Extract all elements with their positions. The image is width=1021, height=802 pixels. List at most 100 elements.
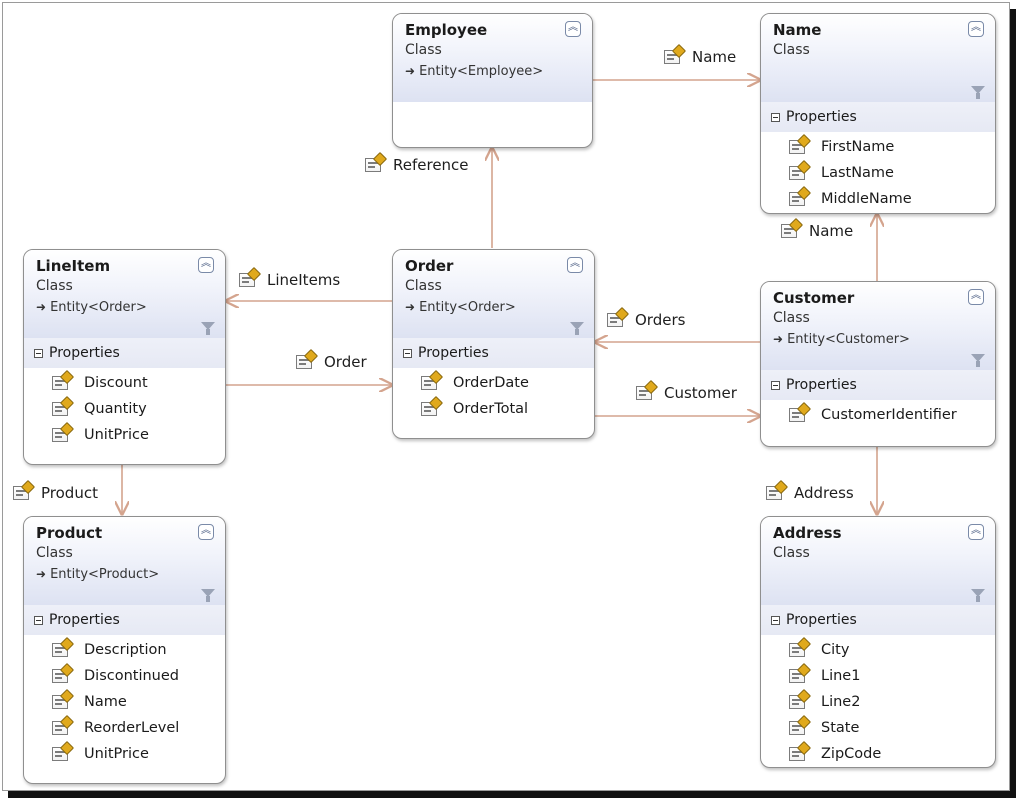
class-title: Address <box>773 524 842 542</box>
property-row[interactable]: Line1 <box>761 662 995 689</box>
assoc-label-lineitem-order[interactable]: Order <box>296 348 367 371</box>
class-box-lineitem[interactable]: LineItem Class ➜Entity<Order> ︽ Properti… <box>23 249 226 465</box>
association-icon <box>766 479 789 500</box>
filter-icon[interactable] <box>971 86 985 99</box>
property-icon <box>421 369 444 390</box>
collapse-icon[interactable]: ︽ <box>565 21 581 37</box>
property-icon <box>789 133 812 154</box>
assoc-label-employee-name[interactable]: Name <box>664 43 736 66</box>
collapse-icon[interactable]: ︽ <box>968 21 984 37</box>
property-row[interactable]: OrderTotal <box>393 395 594 422</box>
properties-section[interactable]: Properties <box>761 102 995 132</box>
class-title: Order <box>405 257 454 275</box>
property-row[interactable]: UnitPrice <box>24 740 225 767</box>
property-row[interactable]: LastName <box>761 159 995 186</box>
class-title: Customer <box>773 289 855 307</box>
base-type: ➜Entity<Order> <box>405 300 516 315</box>
class-title: LineItem <box>36 257 111 275</box>
collapse-icon[interactable]: ︽ <box>198 524 214 540</box>
class-title: Employee <box>405 21 488 39</box>
property-row[interactable]: CustomerIdentifier <box>761 401 995 428</box>
assoc-label-order-lineitems[interactable]: LineItems <box>239 266 340 289</box>
property-row[interactable]: Description <box>24 636 225 663</box>
property-icon <box>789 159 812 180</box>
collapse-icon[interactable]: ︽ <box>198 257 214 273</box>
properties-section[interactable]: Properties <box>24 605 225 635</box>
collapse-section-icon[interactable] <box>771 112 780 122</box>
class-box-employee[interactable]: Employee Class ➜Entity<Employee> ︽ <box>392 13 593 148</box>
properties-section[interactable]: Properties <box>761 605 995 635</box>
assoc-label-customer-name[interactable]: Name <box>781 217 853 240</box>
filter-icon[interactable] <box>570 322 584 335</box>
class-box-name[interactable]: Name Class ︽ Properties FirstName LastNa… <box>760 13 996 214</box>
filter-icon[interactable] <box>971 354 985 367</box>
collapse-icon[interactable]: ︽ <box>968 524 984 540</box>
properties-section[interactable]: Properties <box>24 338 225 368</box>
inheritance-arrow-icon: ➜ <box>405 300 416 314</box>
property-row[interactable]: MiddleName <box>761 185 995 212</box>
property-row[interactable]: OrderDate <box>393 369 594 396</box>
inheritance-arrow-icon: ➜ <box>36 300 47 314</box>
class-kind: Class <box>405 278 442 294</box>
base-type: ➜Entity<Order> <box>36 300 147 315</box>
collapse-section-icon[interactable] <box>34 348 43 358</box>
class-header: LineItem Class ➜Entity<Order> ︽ <box>24 250 225 338</box>
property-row[interactable]: State <box>761 714 995 741</box>
property-row[interactable]: ZipCode <box>761 740 995 767</box>
property-row[interactable]: Line2 <box>761 688 995 715</box>
association-icon <box>781 217 804 238</box>
assoc-label-customer-orders[interactable]: Orders <box>607 306 685 329</box>
filter-icon[interactable] <box>201 589 215 602</box>
property-icon <box>52 636 75 657</box>
assoc-label-order-employee[interactable]: Reference <box>365 151 469 174</box>
assoc-label-order-customer[interactable]: Customer <box>636 379 737 402</box>
collapse-section-icon[interactable] <box>34 615 43 625</box>
class-header: Product Class ➜Entity<Product> ︽ <box>24 517 225 605</box>
collapse-icon[interactable]: ︽ <box>968 289 984 305</box>
property-icon <box>52 688 75 709</box>
association-icon <box>13 479 36 500</box>
class-kind: Class <box>773 545 810 561</box>
collapse-section-icon[interactable] <box>771 380 780 390</box>
class-box-address[interactable]: Address Class ︽ Properties City Line1 Li… <box>760 516 996 768</box>
property-row[interactable]: Discount <box>24 369 225 396</box>
class-box-customer[interactable]: Customer Class ➜Entity<Customer> ︽ Prope… <box>760 281 996 447</box>
filter-icon[interactable] <box>971 589 985 602</box>
base-type: ➜Entity<Employee> <box>405 64 544 79</box>
property-row[interactable]: ReorderLevel <box>24 714 225 741</box>
class-box-product[interactable]: Product Class ➜Entity<Product> ︽ Propert… <box>23 516 226 784</box>
properties-section[interactable]: Properties <box>761 370 995 400</box>
property-icon <box>421 395 444 416</box>
assoc-label-customer-address[interactable]: Address <box>766 479 854 502</box>
property-row[interactable]: FirstName <box>761 133 995 160</box>
property-row[interactable]: UnitPrice <box>24 421 225 448</box>
property-row[interactable]: Name <box>24 688 225 715</box>
property-row[interactable]: Quantity <box>24 395 225 422</box>
class-title: Product <box>36 524 103 542</box>
class-title: Name <box>773 21 822 39</box>
collapse-icon[interactable]: ︽ <box>567 257 583 273</box>
class-header: Name Class ︽ <box>761 14 995 102</box>
properties-section[interactable]: Properties <box>393 338 594 368</box>
class-header: Customer Class ➜Entity<Customer> ︽ <box>761 282 995 370</box>
collapse-section-icon[interactable] <box>403 348 412 358</box>
class-header: Address Class ︽ <box>761 517 995 605</box>
inheritance-arrow-icon: ➜ <box>36 567 47 581</box>
property-row[interactable]: Discontinued <box>24 662 225 689</box>
property-icon <box>789 714 812 735</box>
class-box-order[interactable]: Order Class ➜Entity<Order> ︽ Properties … <box>392 249 595 439</box>
class-kind: Class <box>773 310 810 326</box>
assoc-label-lineitem-product[interactable]: Product <box>13 479 98 502</box>
association-icon <box>607 306 630 327</box>
class-header: Order Class ➜Entity<Order> ︽ <box>393 250 594 338</box>
filter-icon[interactable] <box>201 322 215 335</box>
inheritance-arrow-icon: ➜ <box>773 332 784 346</box>
base-type: ➜Entity<Product> <box>36 567 160 582</box>
inheritance-arrow-icon: ➜ <box>405 64 416 78</box>
property-icon <box>789 740 812 761</box>
property-icon <box>52 421 75 442</box>
property-row[interactable]: City <box>761 636 995 663</box>
collapse-section-icon[interactable] <box>771 615 780 625</box>
association-icon <box>239 266 262 287</box>
